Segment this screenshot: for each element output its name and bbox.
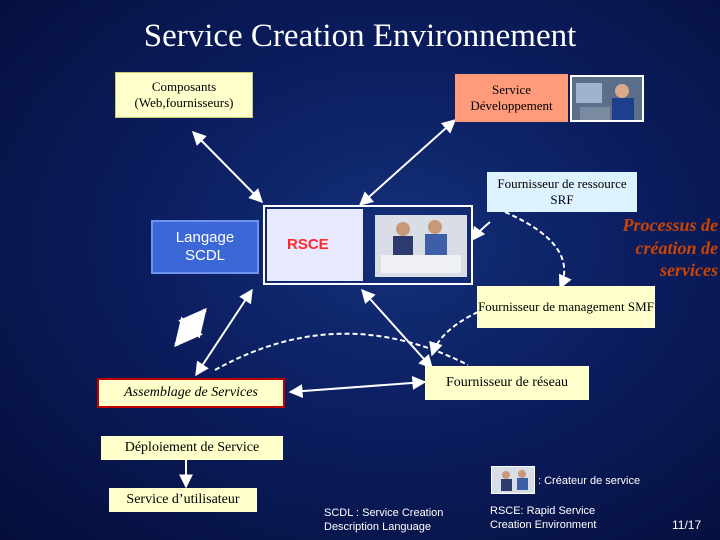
rsce-box: RSCE	[267, 209, 363, 281]
srf-box: Fournisseur de ressource SRF	[487, 172, 637, 212]
legend-rsce: RSCE: Rapid Service Creation Environment	[490, 505, 597, 531]
legend-createur: : Créateur de service	[538, 475, 641, 487]
legend-scdl: SCDL : Service Creation Description Lang…	[324, 507, 444, 533]
utilisateur-box: Service d’utilisateur	[109, 488, 257, 512]
assemblage-box: Assemblage de Services	[97, 378, 285, 408]
deploiement-box: Déploiement de Service	[101, 436, 283, 460]
srf-label: Fournisseur de ressource SRF	[497, 176, 627, 207]
assemblage-label: Assemblage de Services	[124, 384, 258, 400]
arrow-composants-rsce	[192, 131, 263, 203]
arrow-langage-assemblage	[174, 307, 207, 348]
rsce-group: RSCE	[263, 205, 473, 285]
reseau-label: Fournisseur de réseau	[445, 374, 569, 390]
arrow-srf-rsce	[471, 221, 491, 242]
service-dev-box: Service Développement	[455, 74, 568, 122]
arrow-reseau-assemblage	[288, 375, 427, 399]
service-dev-label: Service Développement	[470, 82, 553, 113]
arrow-smf-reseau	[429, 311, 479, 357]
deploiement-label: Déploiement de Service	[124, 439, 260, 455]
service-dev-photo	[570, 75, 644, 122]
arrow-servicedev-rsce	[358, 119, 457, 206]
langage-box: Langage SCDL	[151, 220, 259, 274]
utilisateur-label: Service d’utilisateur	[126, 491, 240, 507]
arrow-srf-smf	[504, 211, 572, 290]
smf-label: Fournisseur de management SMF	[478, 299, 654, 315]
page-title: Service Creation Environnement	[143, 18, 577, 54]
processus-label: Processus de création de services	[622, 215, 719, 280]
composants-box: Composants (Web,fournisseurs)	[115, 72, 253, 118]
composants-label: Composants (Web,fournisseurs)	[134, 79, 234, 110]
smf-box: Fournisseur de management SMF	[477, 286, 655, 328]
rsce-photo	[375, 215, 467, 277]
reseau-box: Fournisseur de réseau	[425, 366, 589, 400]
people-photo-icon	[375, 215, 467, 277]
arrow-rsce-assemblage	[195, 288, 253, 377]
rsce-label: RSCE	[287, 236, 329, 253]
people-photo-icon	[492, 467, 534, 493]
createur-photo	[491, 466, 535, 494]
page-number: 11/17	[672, 518, 702, 532]
curve-assemblage-reseau	[214, 332, 469, 371]
langage-label: Langage SCDL	[175, 229, 235, 264]
arrow-rsce-reseau	[361, 288, 433, 370]
people-photo-icon	[572, 77, 642, 120]
